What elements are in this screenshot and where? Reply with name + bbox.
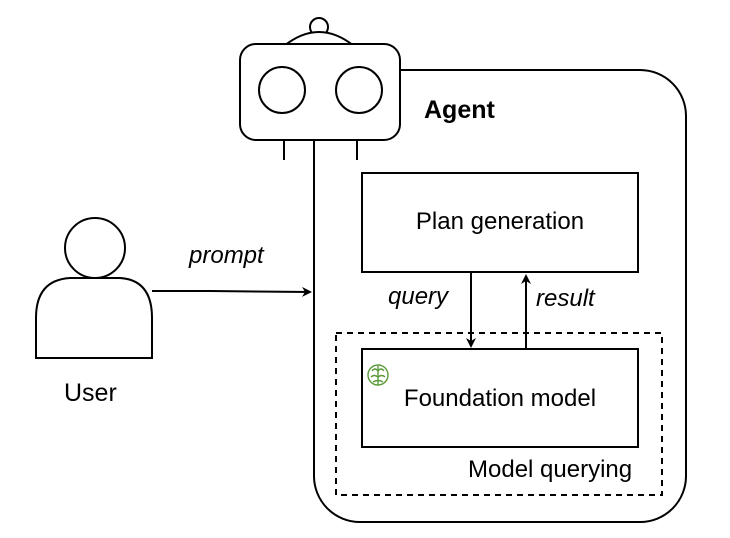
brain-icon	[367, 364, 389, 386]
result-label: result	[536, 285, 595, 312]
model-querying-label: Model querying	[468, 456, 633, 483]
query-label: query	[388, 283, 449, 310]
foundation-model-label: Foundation model	[362, 350, 638, 447]
foundation-model-text: Foundation model	[403, 384, 597, 412]
prompt-label: prompt	[189, 242, 264, 269]
plan-generation-label: Plan generation	[362, 172, 638, 272]
plan-generation-box	[361, 172, 639, 273]
prompt-arrow	[152, 286, 312, 297]
plan-generation-text: Plan generation	[415, 208, 585, 235]
robot-icon	[239, 17, 401, 160]
agent-title: Agent	[424, 96, 495, 124]
user-label: User	[64, 379, 117, 407]
foundation-model-box	[361, 348, 639, 448]
user-icon	[35, 217, 153, 359]
model-querying-box	[335, 332, 663, 496]
